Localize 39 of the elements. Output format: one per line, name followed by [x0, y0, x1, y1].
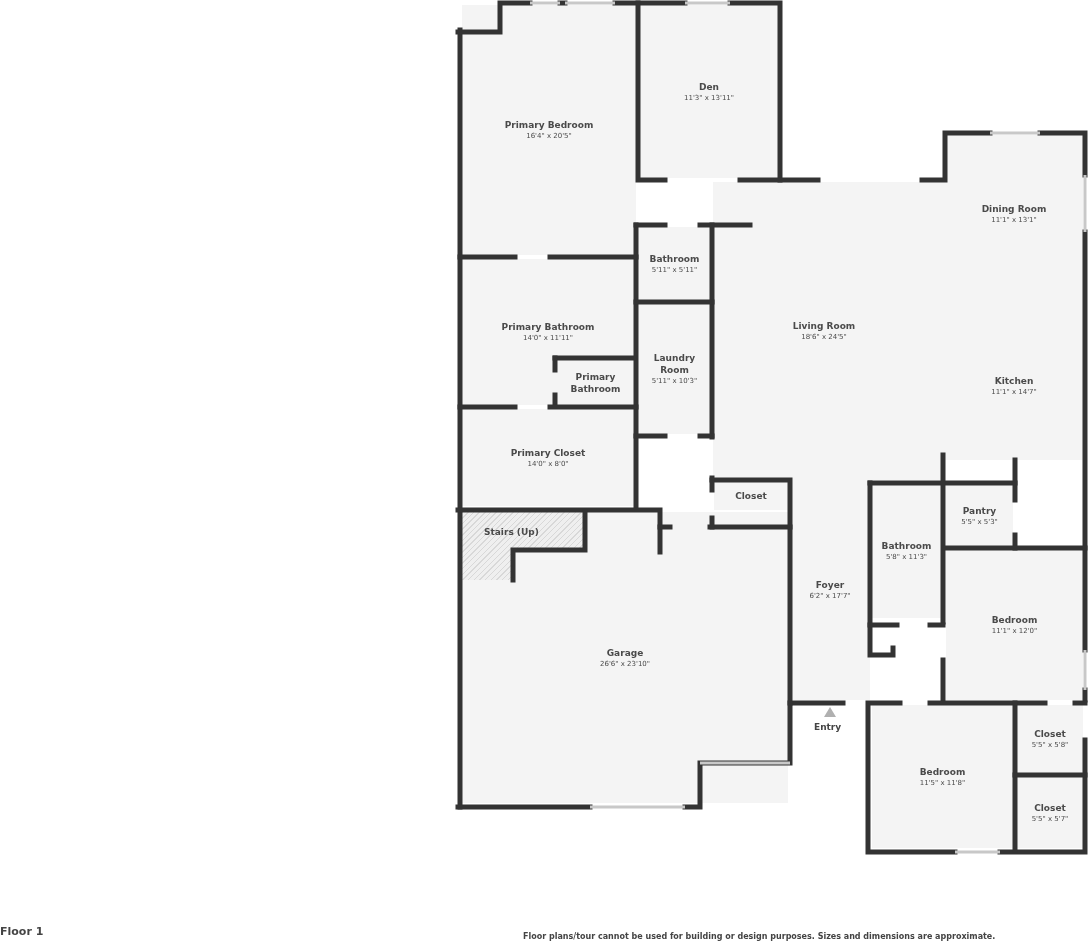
- room-name: Laundry Room: [652, 352, 697, 376]
- room-area: [1017, 705, 1083, 773]
- room-area: [872, 705, 1013, 848]
- room-name: Bedroom: [991, 614, 1038, 626]
- room-name: Pantry: [962, 504, 997, 517]
- room-name: Kitchen: [994, 375, 1034, 387]
- room-name: Primary Bathroom: [501, 321, 595, 333]
- room-name: Stairs (Up): [484, 526, 539, 538]
- entry-label: Entry: [814, 722, 842, 732]
- room-name: Foyer: [815, 579, 845, 591]
- room-area: [1017, 777, 1083, 848]
- room-name: Closet: [1034, 801, 1066, 814]
- room-name: Bedroom: [919, 765, 966, 778]
- room-area: [462, 409, 634, 506]
- room-area: [462, 5, 636, 255]
- room-area: [713, 182, 945, 480]
- room-name: Primary Closet: [510, 446, 586, 459]
- room-area: [640, 5, 778, 178]
- room-area: [462, 259, 634, 405]
- room-name: Primary Bedroom: [504, 119, 594, 131]
- room-name: Garage: [606, 646, 644, 659]
- room-area: [462, 512, 788, 803]
- room-area: [946, 485, 1013, 546]
- room-name: Den: [699, 80, 719, 93]
- room-area: [790, 480, 870, 700]
- room-name: Primary Bathroom: [569, 370, 622, 395]
- floor-title: Floor 1: [0, 925, 44, 938]
- room-area: [946, 550, 1083, 700]
- room-area: [872, 485, 941, 618]
- room-name: Bathroom: [649, 252, 700, 265]
- room-area: [638, 227, 711, 300]
- room-area: [638, 304, 711, 434]
- room-area: [714, 482, 788, 510]
- room-name: Dining Room: [981, 203, 1047, 215]
- room-name: Living Room: [792, 320, 856, 332]
- disclaimer-note: Floor plans/tour cannot be used for building or design purposes. Sizes and dimensions are approximate.: [523, 932, 996, 941]
- room-name: Closet: [1034, 728, 1066, 740]
- room-name: Bathroom: [881, 540, 932, 552]
- room-name: Closet: [735, 490, 767, 502]
